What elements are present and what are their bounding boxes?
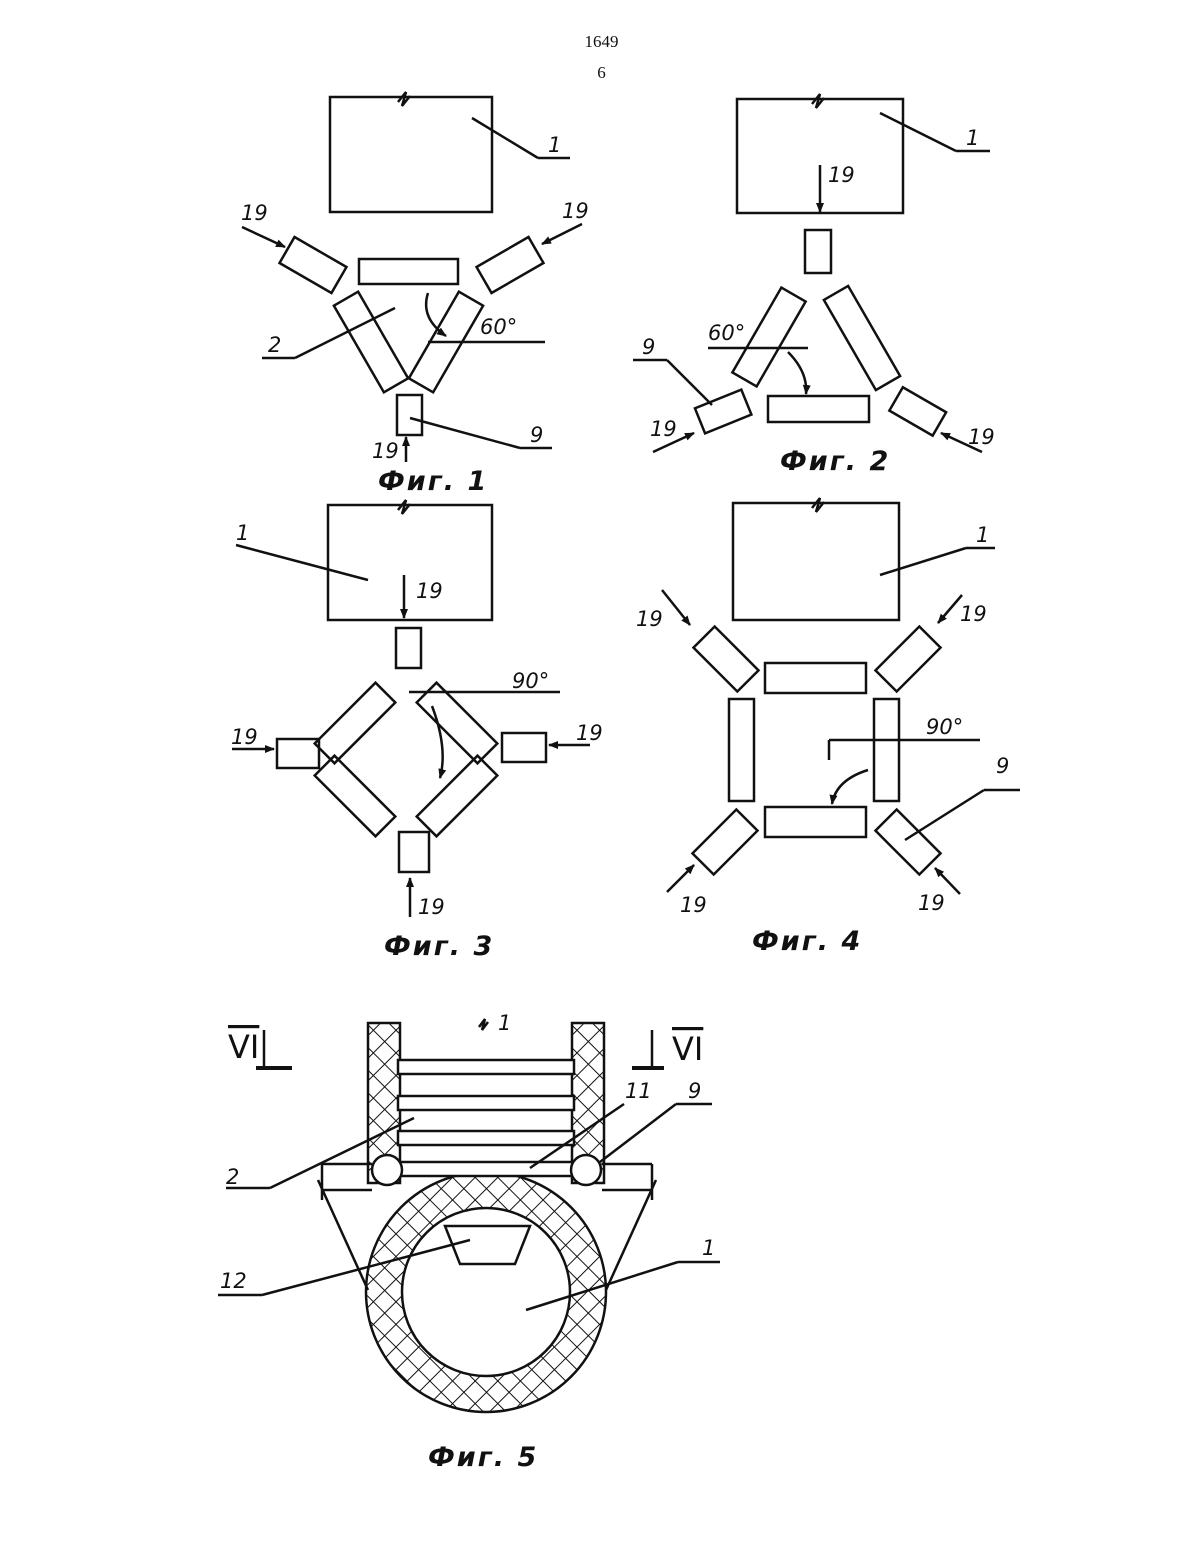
fig4-label-19-tl: 19 — [636, 607, 663, 631]
fig1-housing-1 — [330, 97, 492, 212]
fig1-angle-label: 60° — [480, 315, 517, 339]
fig1-right-block — [477, 237, 544, 293]
fig1-leader-9 — [410, 418, 520, 448]
fig5-disc-1 — [398, 1060, 574, 1074]
fig3-angle-label: 90° — [512, 669, 549, 693]
fig3-bottom-block — [399, 832, 429, 872]
fig5-label-11: 11 — [625, 1079, 652, 1103]
fig3-lower-right-block — [417, 756, 498, 837]
fig5-disc-4-11 — [398, 1162, 574, 1176]
fig4-label-1: 1 — [976, 523, 989, 547]
fig2-right-long-block — [824, 286, 900, 390]
fig1-bottom-block-9 — [397, 395, 422, 435]
fig3-caption: Фиг. 3 — [384, 931, 494, 962]
fig1-leader-1 — [472, 118, 538, 158]
figure-2 — [633, 94, 990, 452]
fig4-upper-left-block — [693, 626, 758, 691]
figure-1 — [242, 92, 582, 462]
fig4-leader-9 — [905, 790, 984, 840]
fig3-angle-arc — [432, 706, 443, 778]
fig5-key-12 — [445, 1226, 530, 1264]
fig1-label-19-right: 19 — [562, 199, 589, 223]
fig4-label-19-tr: 19 — [960, 602, 987, 626]
fig3-label-19-top: 19 — [416, 579, 443, 603]
fig4-arrow-19-tl — [662, 590, 690, 625]
fig1-leader-2 — [295, 308, 395, 358]
fig4-label-19-br: 19 — [918, 891, 945, 915]
fig3-leader-1 — [236, 545, 368, 580]
figure-3 — [232, 500, 590, 917]
fig4-lower-left-block — [692, 809, 757, 874]
fig4-left-long-block — [729, 699, 754, 801]
fig4-angle-label: 90° — [926, 715, 963, 739]
fig4-bottom-block — [765, 807, 866, 837]
fig5-disc-3 — [398, 1131, 574, 1145]
fig2-label-9: 9 — [642, 335, 655, 359]
fig1-caption: Фиг. 1 — [378, 466, 488, 497]
fig1-label-9: 9 — [530, 423, 543, 447]
fig2-label-1: 1 — [966, 126, 979, 150]
fig1-top-block — [359, 259, 458, 284]
fig4-upper-right-block — [875, 626, 940, 691]
fig4-caption: Фиг. 4 — [752, 926, 862, 957]
fig1-label-1: 1 — [548, 133, 561, 157]
fig3-label-19-right: 19 — [576, 721, 603, 745]
fig5-label-1: 1 — [702, 1236, 715, 1260]
fig3-left-block — [277, 739, 319, 768]
fig1-label-19-bottom: 19 — [372, 439, 399, 463]
fig3-upper-left-block — [315, 683, 396, 764]
fig2-label-19-right: 19 — [968, 425, 995, 449]
figure-4 — [662, 498, 1020, 894]
fig2-right-block — [889, 387, 946, 435]
fig4-top-block — [765, 663, 866, 693]
fig3-upper-right-block — [417, 683, 498, 764]
fig3-lower-left-block — [315, 756, 396, 837]
fig5-label-12: 12 — [220, 1269, 247, 1293]
fig4-arrow-19-bl — [667, 865, 694, 892]
fig1-arrow-19-left — [242, 227, 285, 247]
fig2-label-19-left: 19 — [650, 417, 677, 441]
fig5-section-left: VI — [228, 1028, 259, 1066]
fig1-label-2: 2 — [268, 333, 281, 357]
fig4-angle-arc — [832, 770, 868, 804]
fig2-bottom-block — [768, 396, 869, 422]
fig5-ball-left — [372, 1155, 402, 1185]
fig4-arrow-19-tr — [938, 595, 962, 623]
fig3-right-block — [502, 733, 546, 762]
fig1-left-block — [280, 237, 347, 293]
fig2-angle-arc — [788, 352, 806, 394]
figure-5 — [218, 1019, 720, 1412]
fig3-label-19-bottom: 19 — [418, 895, 445, 919]
fig3-label-19-left: 19 — [231, 725, 258, 749]
fig1-arrow-19-right — [542, 224, 582, 244]
fig2-angle-label: 60° — [708, 321, 745, 345]
fig5-caption: Фиг. 5 — [428, 1442, 538, 1473]
fig3-top-block — [396, 628, 421, 668]
fig4-label-9: 9 — [996, 754, 1009, 778]
fig4-housing-1 — [733, 503, 899, 620]
fig5-section-right: VI — [672, 1030, 703, 1068]
fig3-housing-1 — [328, 505, 492, 620]
fig4-right-long-block — [874, 699, 899, 801]
fig2-caption: Фиг. 2 — [780, 446, 890, 477]
fig1-left-long-block — [334, 292, 408, 393]
fig1-break-mark — [398, 92, 410, 106]
fig3-label-1: 1 — [236, 521, 249, 545]
fig5-label-9: 9 — [688, 1079, 701, 1103]
fig5-label-2: 2 — [226, 1165, 239, 1189]
fig2-leader-1 — [880, 113, 956, 151]
fig2-top-block — [805, 230, 831, 273]
fig4-leader-1 — [880, 548, 966, 575]
fig2-leader-9 — [667, 360, 712, 405]
fig4-label-19-bl: 19 — [680, 893, 707, 917]
fig1-label-19-left: 19 — [241, 201, 268, 225]
fig2-label-19-top: 19 — [828, 163, 855, 187]
fig4-lower-right-block-9 — [875, 809, 940, 874]
fig5-break-mark — [479, 1019, 488, 1030]
fig5-label-1-top: 1 — [498, 1011, 511, 1035]
fig5-disc-2 — [398, 1096, 574, 1110]
fig5-ball-right — [571, 1155, 601, 1185]
